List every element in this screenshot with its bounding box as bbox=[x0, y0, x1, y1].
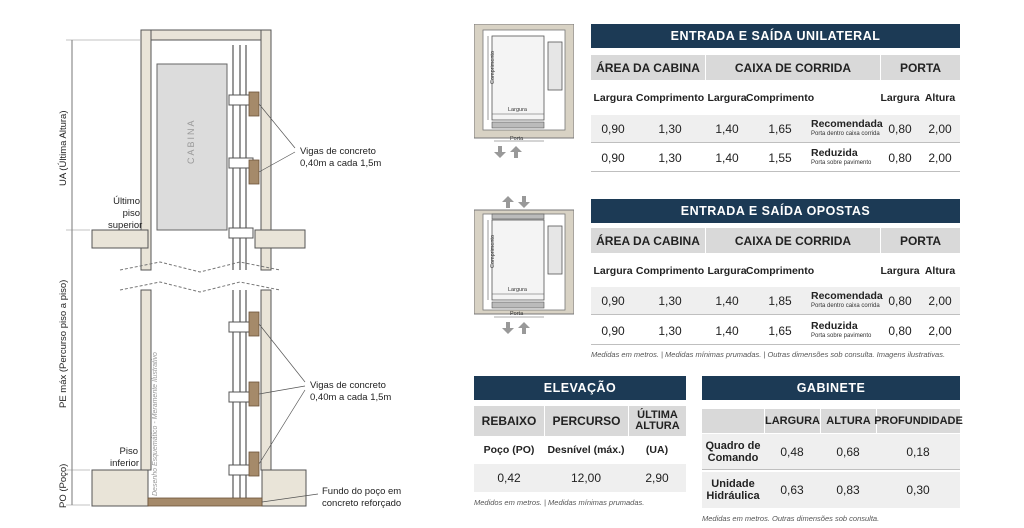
table-opostas-subheaders: Largura Comprimento Largura Comprimento … bbox=[593, 265, 956, 277]
watermark-label: Desenho Esquemático - Meramente Ilustrat… bbox=[152, 352, 159, 496]
plan-opostas-porta: Porta bbox=[510, 311, 524, 317]
table-unilateral: ENTRADA E SAÍDA UNILATERAL ÁREA DA CABIN… bbox=[591, 24, 960, 174]
elevation-diagram: CABINA UA (Última Altura) PE máx (Percur… bbox=[0, 0, 440, 528]
table-row: 0,90 1,30 1,40 1,85 Recomendada Porta de… bbox=[591, 287, 960, 315]
pe-dimension-label: PE máx (Percurso piso a piso) bbox=[58, 279, 69, 408]
table-gabinete: GABINETE LARGURA ALTURA PROFUNDIDADE Qua… bbox=[702, 376, 963, 512]
table-elevacao: ELEVAÇÃO REBAIXO PERCURSO ÚLTIMA ALTURA … bbox=[474, 376, 686, 494]
table-row: 0,90 1,30 1,40 1,65 Reduzida Porta sobre… bbox=[591, 317, 960, 345]
shaft-drawing bbox=[66, 29, 319, 507]
table-row: 0,90 1,30 1,40 1,65 Recomendada Porta de… bbox=[591, 115, 960, 143]
plan-opostas-drawing bbox=[473, 196, 575, 334]
plan-opostas: Comprimento Largura Porta bbox=[473, 196, 575, 336]
pit-label: Fundo do poço em concreto reforçado bbox=[322, 486, 402, 509]
table-unilateral-subheaders: Largura Comprimento Largura Comprimento … bbox=[593, 92, 956, 104]
plan-unilateral-comprimento: Comprimento bbox=[490, 50, 496, 84]
table-opostas-groups: ÁREA DA CABINA CAIXA DE CORRIDA PORTA bbox=[591, 228, 960, 253]
table-elevacao-title: ELEVAÇÃO bbox=[474, 376, 686, 400]
table-row: Quadro de Comando 0,48 0,68 0,18 bbox=[702, 434, 960, 470]
plan-opostas-largura: Largura bbox=[508, 287, 527, 293]
gabinete-note: Medidas em metros. Outras dimensões sob … bbox=[702, 514, 880, 523]
table-row: Unidade Hidráulica 0,63 0,83 0,30 bbox=[702, 472, 960, 508]
cabin-label: CABINA bbox=[186, 118, 196, 164]
table-elevacao-subheaders: Poço (PO) Desnível (máx.) (UA) bbox=[483, 444, 669, 456]
plan-unilateral-drawing bbox=[473, 23, 575, 158]
top-beams-label: Vigas de concreto 0,40m a cada 1,5m bbox=[300, 146, 382, 169]
bottom-beams-label: Vigas de concreto 0,40m a cada 1,5m bbox=[310, 380, 392, 403]
table-row: 0,90 1,30 1,40 1,55 Reduzida Porta sobre… bbox=[591, 144, 960, 172]
table-row: 0,42 12,00 2,90 bbox=[474, 464, 686, 492]
table-opostas-title: ENTRADA E SAÍDA OPOSTAS bbox=[591, 199, 960, 223]
plan-unilateral-largura: Largura bbox=[508, 107, 527, 113]
elevacao-note: Medidos em metros. | Medidas mínimas pru… bbox=[474, 498, 645, 507]
table-gabinete-headers: LARGURA ALTURA PROFUNDIDADE bbox=[702, 409, 963, 433]
bottom-floor-label: Piso inferior bbox=[110, 446, 140, 469]
table-opostas: ENTRADA E SAÍDA OPOSTAS ÁREA DA CABINA C… bbox=[591, 199, 960, 364]
table-unilateral-groups: ÁREA DA CABINA CAIXA DE CORRIDA PORTA bbox=[591, 55, 960, 80]
plan-unilateral-porta: Porta bbox=[510, 136, 524, 142]
table-elevacao-headers: REBAIXO PERCURSO ÚLTIMA ALTURA bbox=[474, 406, 686, 436]
po-dimension-label: PO (Poço) bbox=[58, 463, 69, 508]
ua-dimension-label: UA (Última Altura) bbox=[58, 110, 69, 187]
opostas-note: Medidas em metros. | Medidas mínimas pru… bbox=[591, 350, 946, 359]
plan-unilateral: Comprimento Largura Porta bbox=[473, 23, 575, 164]
top-floor-label: Último piso superior bbox=[108, 196, 143, 231]
table-gabinete-title: GABINETE bbox=[702, 376, 960, 400]
table-unilateral-title: ENTRADA E SAÍDA UNILATERAL bbox=[591, 24, 960, 48]
plan-opostas-comprimento: Comprimento bbox=[490, 234, 496, 268]
